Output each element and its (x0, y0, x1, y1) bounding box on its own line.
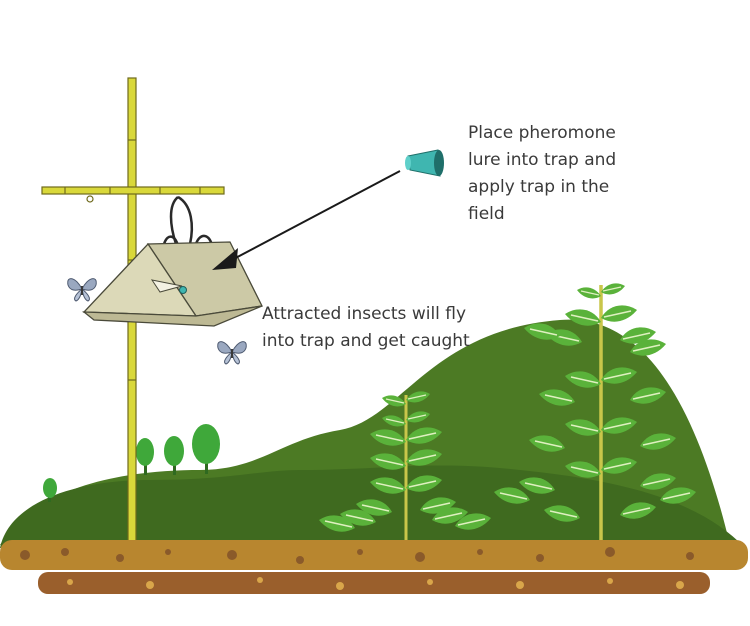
round-tree-icon (43, 478, 57, 502)
soil (0, 540, 748, 594)
round-tree-icon (192, 424, 220, 474)
round-tree-icon (136, 438, 154, 475)
leafy-plant-icon (493, 282, 697, 545)
insects-caption-label: Attracted insects will fly into trap and… (262, 304, 470, 351)
moth-icon (66, 277, 98, 302)
round-tree-icon (164, 436, 184, 475)
pheromone-lure-icon (405, 149, 444, 177)
lure-instruction-label: Place pheromone lure into trap and apply… (468, 123, 617, 224)
leafy-plant-icon (318, 390, 492, 545)
arrow-icon (212, 170, 401, 270)
moth-icon (216, 340, 248, 365)
trees (43, 424, 220, 502)
